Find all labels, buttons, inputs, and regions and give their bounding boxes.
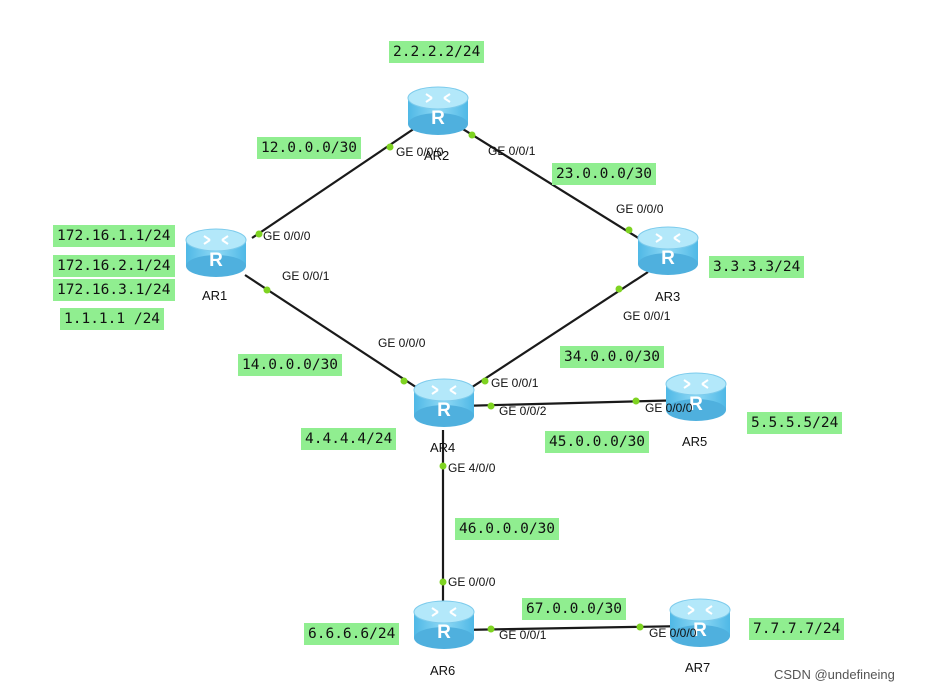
port-ar3-g001: GE 0/0/1 [623, 309, 671, 323]
port-ar6-g000: GE 0/0/0 [448, 575, 496, 589]
port-dot-ar6-g000 [439, 578, 447, 586]
router-ar1-letter: R [209, 250, 223, 271]
port-dot-ar2-g000 [386, 143, 394, 151]
router-ar7-icon[interactable]: R [669, 598, 731, 647]
port-ar1-g000: GE 0/0/0 [263, 229, 311, 243]
port-ar3-g000: GE 0/0/0 [616, 202, 664, 216]
port-ar5-g000: GE 0/0/0 [645, 401, 693, 415]
port-ar4-g001: GE 0/0/1 [491, 376, 539, 390]
link-ar2-ar3 [457, 125, 649, 245]
port-dot-ar1-g000 [255, 230, 263, 238]
port-dot-ar1-g001 [263, 286, 271, 294]
network-34: 34.0.0.0/30 [560, 346, 665, 368]
router-ar2-letter: R [431, 108, 445, 129]
port-dot-ar3-g000 [625, 226, 633, 234]
router-ar5-name: AR5 [682, 434, 708, 449]
loopback-ar3: 3.3.3.3/24 [709, 256, 805, 278]
link-ar6-ar7 [459, 624, 689, 632]
router-ar3-icon[interactable]: R [637, 226, 699, 275]
port-ar1-g001: GE 0/0/1 [282, 269, 330, 283]
port-ar4-g002: GE 0/0/2 [499, 404, 547, 418]
router-ar5-icon[interactable]: R [665, 372, 727, 421]
router-ar4-letter: R [437, 400, 451, 421]
port-ar4-g000: GE 0/0/0 [378, 336, 426, 350]
router-ar1-icon[interactable]: R [185, 228, 247, 277]
router-ar4-name: AR4 [430, 440, 456, 455]
port-dot-ar3-g001 [615, 285, 623, 293]
network-67: 67.0.0.0/30 [522, 598, 627, 620]
router-ar3-letter: R [661, 248, 675, 269]
router-ar6-letter: R [437, 622, 451, 643]
router-ar7-letter: R [693, 620, 707, 641]
port-dot-ar5-g000 [632, 397, 640, 405]
watermark: CSDN @undefineing [774, 667, 895, 682]
port-dot-ar6-g001 [487, 625, 495, 633]
loopback-ar5: 5.5.5.5/24 [747, 412, 843, 434]
router-ar7-name: AR7 [685, 660, 711, 675]
port-ar4-g400: GE 4/0/0 [448, 461, 496, 475]
network-14: 14.0.0.0/30 [238, 354, 343, 376]
loopback-ar6: 6.6.6.6/24 [304, 623, 400, 645]
port-dots [255, 131, 644, 633]
loopback-ar2: 2.2.2.2/24 [389, 41, 485, 63]
router-ar6-icon[interactable]: R [413, 600, 475, 649]
network-12: 12.0.0.0/30 [257, 137, 362, 159]
router-ar1-name: AR1 [202, 288, 228, 303]
loopback-ar1-a: 172.16.1.1/24 [53, 225, 175, 247]
loopback-ar7: 7.7.7.7/24 [749, 618, 845, 640]
router-ar6-name: AR6 [430, 663, 456, 678]
router-ar4-icon[interactable]: R [413, 378, 475, 427]
link-ar4-ar5 [459, 398, 689, 408]
loopback-ar1-d: 1.1.1.1 /24 [60, 308, 165, 330]
port-ar2-g001: GE 0/0/1 [488, 144, 536, 158]
port-ar7-g000: GE 0/0/0 [649, 626, 697, 640]
port-ar2-g000: GE 0/0/0 [396, 145, 444, 159]
port-ar6-g001: GE 0/0/1 [499, 628, 547, 642]
port-dot-ar4-g002 [487, 402, 495, 410]
port-dot-ar4-g001 [481, 377, 489, 385]
router-ar2-icon[interactable]: R [407, 86, 469, 135]
router-ar5-letter: R [689, 394, 703, 415]
network-46: 46.0.0.0/30 [455, 518, 560, 540]
loopback-ar4: 4.4.4.4/24 [301, 428, 397, 450]
link-ar1-ar4 [244, 274, 429, 396]
port-dot-ar2-g001 [468, 131, 476, 139]
network-23: 23.0.0.0/30 [552, 163, 657, 185]
router-ar2-name: AR2 [424, 148, 450, 163]
port-dot-ar7-g000 [636, 623, 644, 631]
link-ar3-ar4 [459, 271, 649, 396]
port-dot-ar4-g400 [439, 462, 447, 470]
network-45: 45.0.0.0/30 [545, 431, 650, 453]
loopback-ar1-b: 172.16.2.1/24 [53, 255, 175, 277]
loopback-ar1-c: 172.16.3.1/24 [53, 279, 175, 301]
router-ar3-name: AR3 [655, 289, 681, 304]
port-dot-ar4-g000 [400, 377, 408, 385]
